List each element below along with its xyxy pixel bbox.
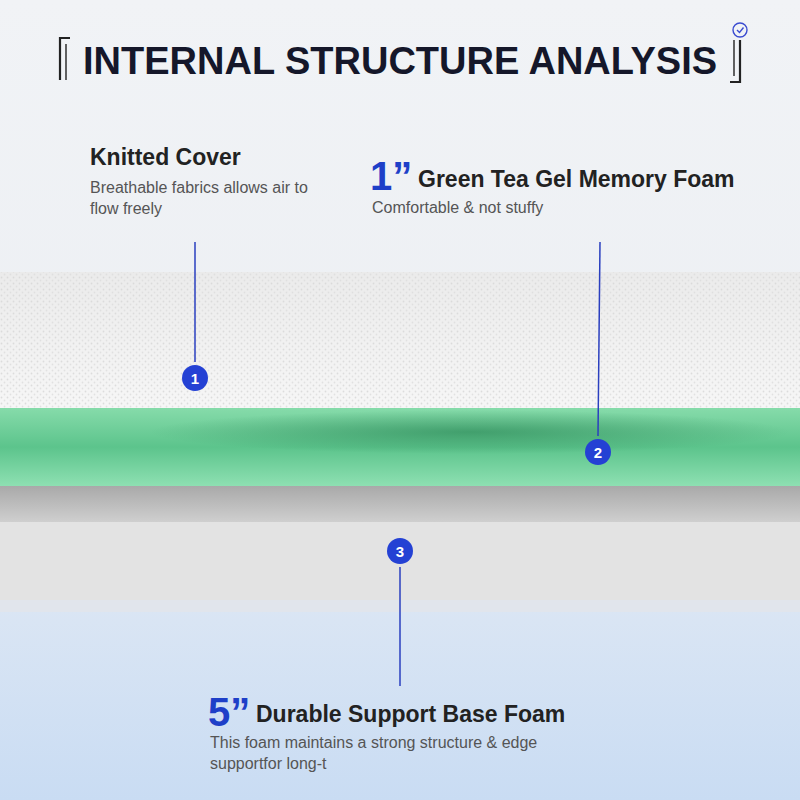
layer-description: This foam maintains a strong structure &… xyxy=(210,733,555,775)
callout-number: 1 xyxy=(182,365,208,391)
layer-name: Green Tea Gel Memory Foam xyxy=(418,165,735,195)
layer-description: Breathable fabrics allows air to flow fr… xyxy=(90,178,320,220)
layer-name: Durable Support Base Foam xyxy=(256,700,565,730)
thickness: 1” xyxy=(370,150,412,202)
callout-text: 2 xyxy=(594,444,602,461)
callout-text: 3 xyxy=(396,543,404,560)
layer-description: Comfortable & not stuffy xyxy=(372,198,672,219)
layer-name: Knitted Cover xyxy=(90,143,241,173)
title: INTERNAL STRUCTURE ANALYSIS xyxy=(83,37,717,86)
callout-number: 3 xyxy=(387,538,413,564)
callout-text: 1 xyxy=(191,370,199,387)
thickness: 5” xyxy=(208,686,250,738)
callout-number: 2 xyxy=(585,439,611,465)
